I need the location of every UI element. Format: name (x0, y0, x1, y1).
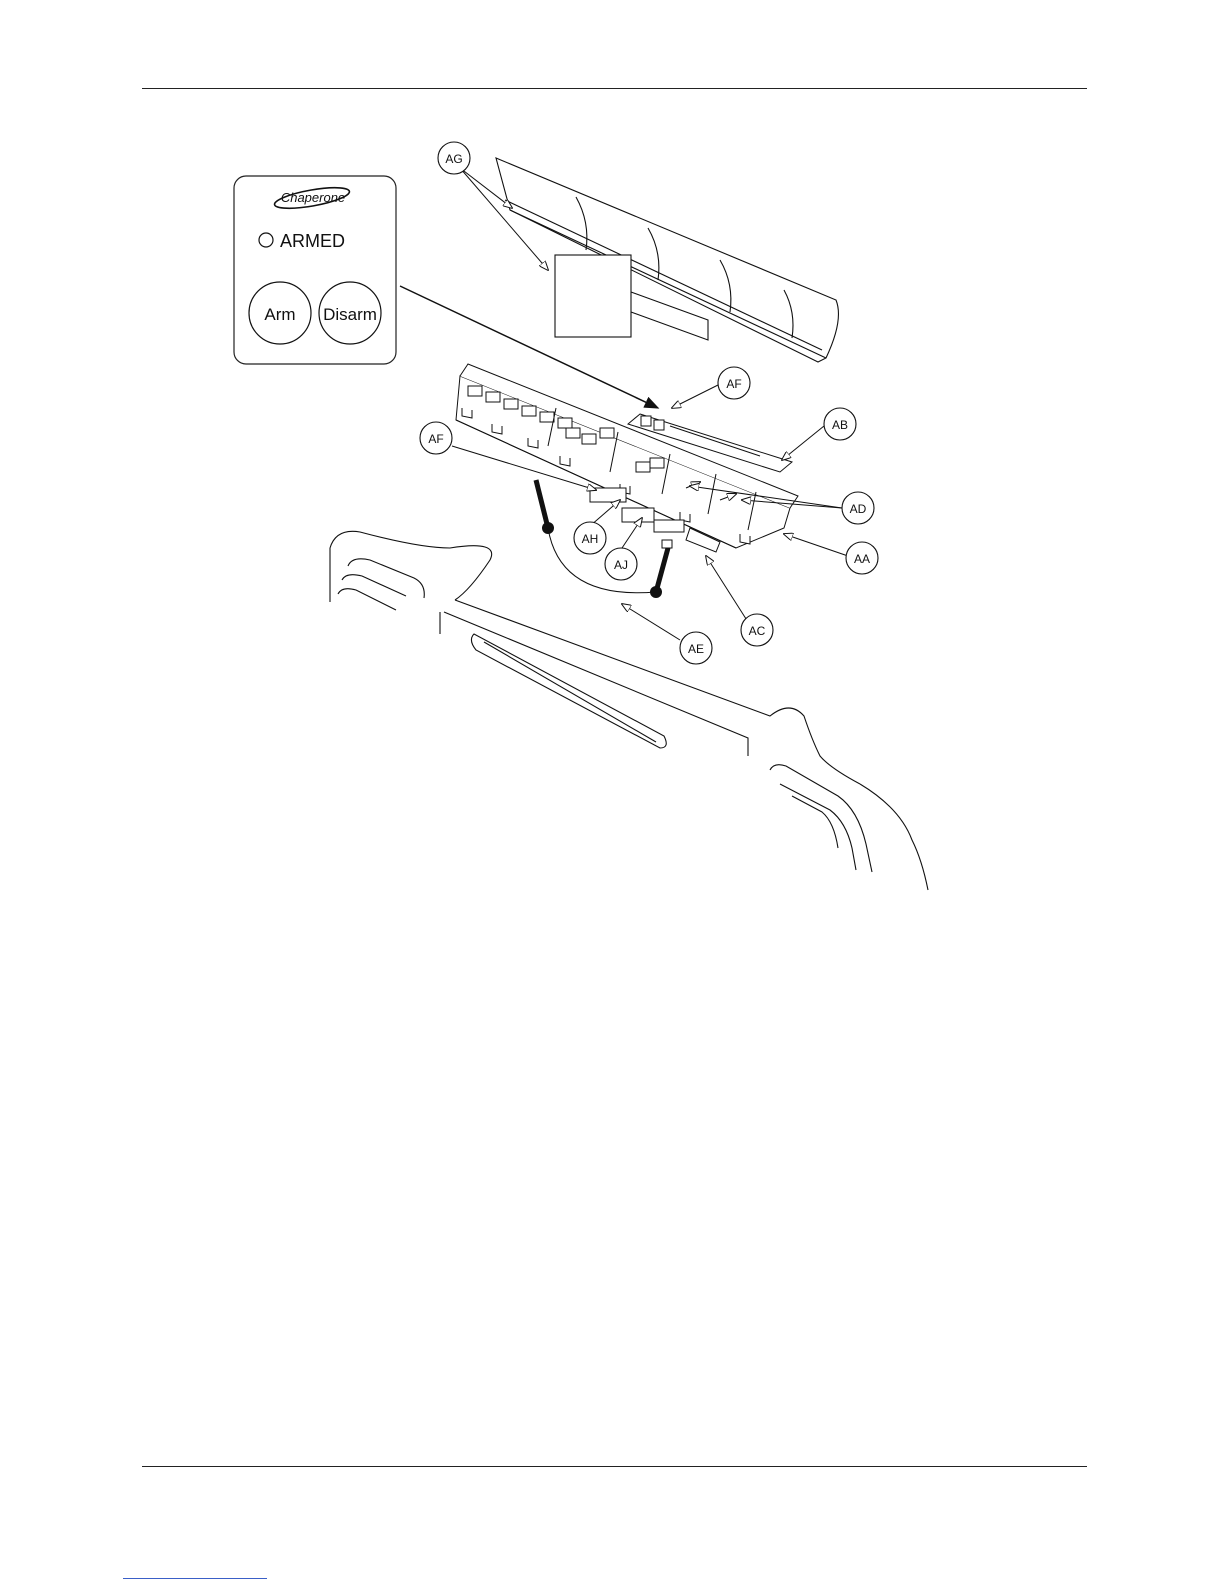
armed-indicator-icon (259, 233, 273, 247)
svg-text:AC: AC (749, 624, 766, 638)
armed-label: ARMED (280, 231, 345, 251)
logo-text: Chaperone (281, 190, 345, 205)
callout-ae: AE (680, 632, 712, 664)
svg-text:AD: AD (850, 502, 867, 516)
svg-text:AF: AF (428, 432, 443, 446)
callout-aa: AA (846, 542, 878, 574)
svg-text:AF: AF (726, 377, 741, 391)
footer-rule (142, 1466, 1087, 1467)
arm-button[interactable]: Arm (249, 282, 311, 344)
callout-ab: AB (824, 408, 856, 440)
svg-text:AJ: AJ (614, 558, 628, 572)
svg-text:AG: AG (445, 152, 462, 166)
callout-aj: AJ (605, 548, 637, 580)
svg-text:AB: AB (832, 418, 848, 432)
callout-ac: AC (741, 614, 773, 646)
inset-control-panel: Chaperone ARMED Arm Disarm (234, 176, 396, 364)
svg-text:AA: AA (854, 552, 870, 566)
svg-text:AH: AH (582, 532, 599, 546)
footer-link-underline[interactable] (123, 1578, 267, 1579)
callout-ag: AG (438, 142, 470, 174)
callout-ah: AH (574, 522, 606, 554)
arm-button-label: Arm (264, 305, 295, 324)
siderail-cover-part (496, 158, 838, 362)
callout-af-top: AF (718, 367, 750, 399)
svg-text:AE: AE (688, 642, 704, 656)
disarm-button[interactable]: Disarm (319, 282, 381, 344)
siderail-body (330, 531, 928, 890)
callout-ad: AD (842, 492, 874, 524)
disarm-button-label: Disarm (323, 305, 377, 324)
callout-af-left: AF (420, 422, 452, 454)
